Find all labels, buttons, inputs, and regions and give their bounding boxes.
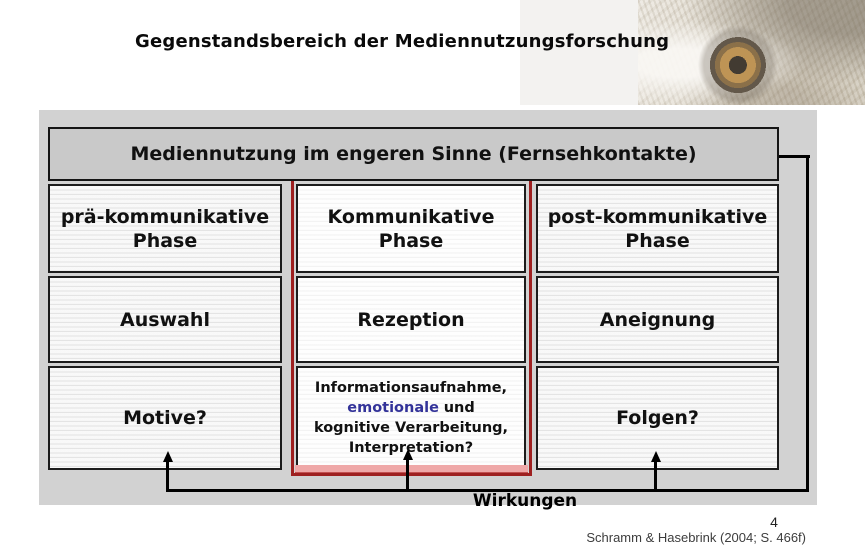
phase-cell-post-line1: post-kommunikative: [547, 205, 768, 228]
citation: Schramm & Hasebrink (2004; S. 466f): [586, 530, 806, 545]
feedback-line-bottom: [167, 489, 809, 492]
process-cell-post-label: Aneignung: [599, 308, 716, 331]
process-cell-post: Aneignung: [536, 276, 779, 363]
question-cell-post-label: Folgen?: [616, 407, 699, 429]
phase-cell-pre-line1: prä-kommunikative: [60, 205, 270, 228]
feedback-arrow-left-head: [163, 451, 173, 462]
phase-cell-communicative-line2: Phase: [378, 229, 444, 252]
page-number: 4: [770, 514, 778, 530]
question-cell-pre-label: Motive?: [123, 407, 207, 429]
feedback-line-top: [779, 155, 810, 158]
process-cell-pre: Auswahl: [48, 276, 282, 363]
detail-line-4: Interpretation?: [348, 440, 474, 456]
phase-cell-pre-line2: Phase: [132, 229, 198, 252]
detail-line-2-rest: und: [443, 400, 475, 416]
question-cell-post: Folgen?: [536, 366, 779, 470]
highlight-frame-bottom-band: [295, 465, 528, 473]
phase-cell-post-line2: Phase: [625, 229, 690, 252]
feedback-arrow-left: [166, 461, 169, 492]
diagram-header-box: Mediennutzung im engeren Sinne (Fernsehk…: [48, 127, 779, 181]
phase-cell-pre: prä-kommunikative Phase: [48, 184, 282, 273]
detail-line-1: Informationsaufnahme,: [314, 380, 508, 396]
feedback-arrow-middle: [406, 459, 409, 492]
feedback-arrow-middle-head: [403, 449, 413, 460]
process-cell-communicative: Rezeption: [296, 276, 526, 363]
feedback-arrow-right-head: [651, 451, 661, 462]
process-cell-pre-label: Auswahl: [120, 308, 210, 331]
slide-title: Gegenstandsbereich der Mediennutzungsfor…: [135, 31, 670, 52]
phase-cell-communicative-line1: Kommunikative: [327, 205, 495, 228]
feedback-label: Wirkungen: [472, 491, 578, 511]
feedback-arrow-right: [654, 461, 657, 492]
phase-cell-post: post-kommunikative Phase: [536, 184, 779, 273]
owl-image: [638, 0, 865, 105]
phase-cell-communicative: Kommunikative Phase: [296, 184, 526, 273]
process-cell-communicative-label: Rezeption: [357, 308, 465, 331]
detail-line-2-emphasis: emotionale: [347, 400, 439, 416]
detail-line-3: kognitive Verarbeitung,: [313, 420, 509, 436]
owl-image-zone: [520, 0, 865, 105]
feedback-line-right: [806, 155, 809, 492]
